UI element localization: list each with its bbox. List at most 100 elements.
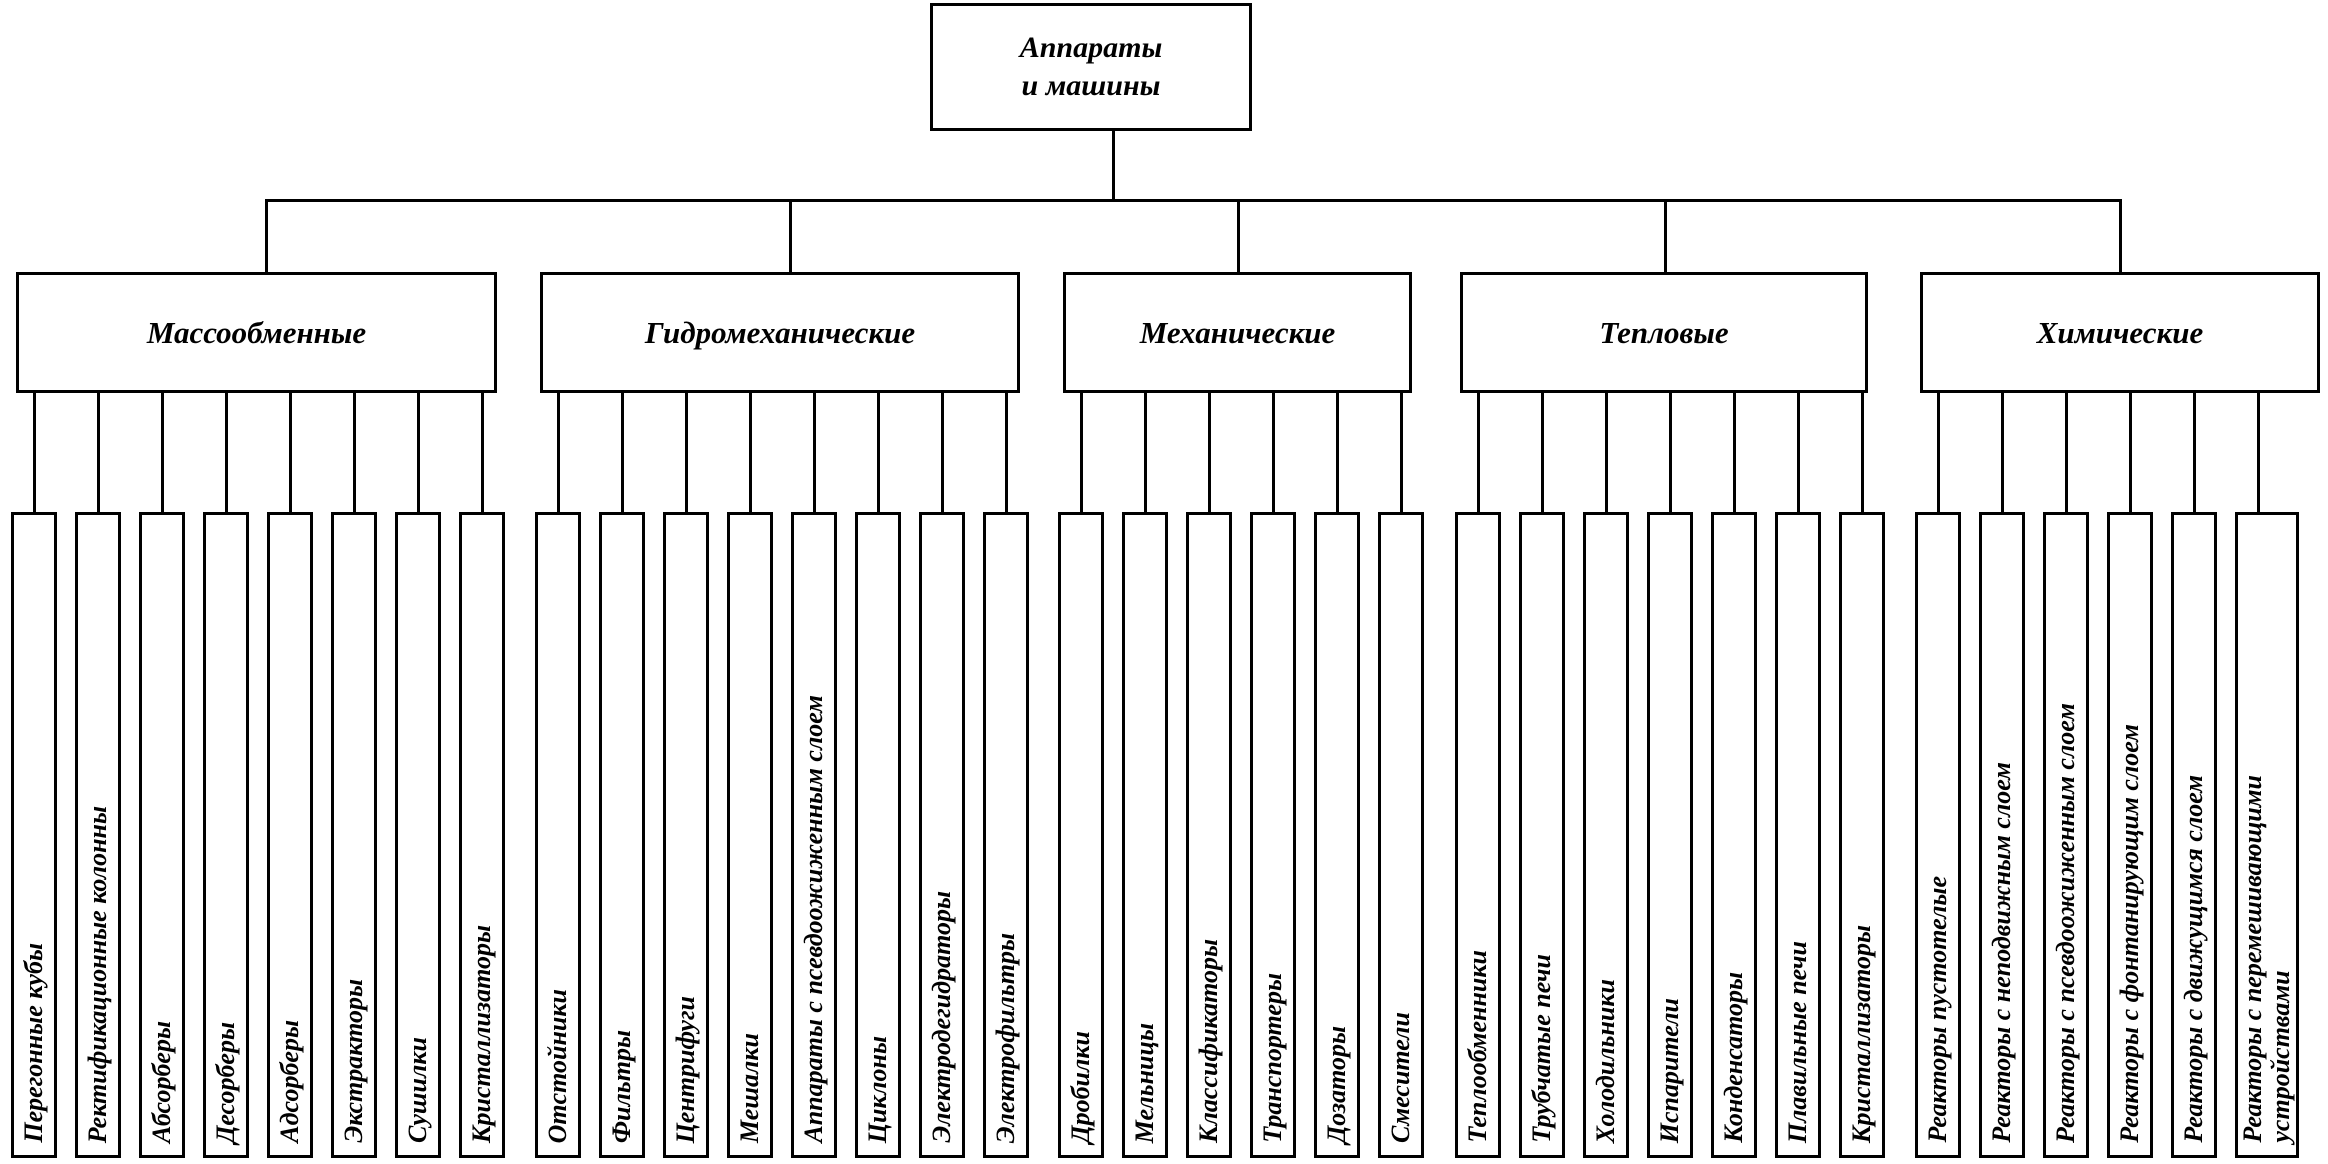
leaf-connector [749, 391, 752, 514]
leaf-connector [1797, 391, 1800, 514]
equipment-label: Фильтры [607, 1029, 636, 1143]
root-node: Аппараты и машины [930, 3, 1252, 131]
equipment-label: Мешалки [735, 1033, 764, 1143]
leaf-connector [1080, 391, 1083, 514]
leaf-connector [1272, 391, 1275, 514]
leaf-connector [1541, 391, 1544, 514]
category-box: Механические [1063, 272, 1412, 393]
equipment-label: Теплообменники [1463, 950, 1492, 1143]
equipment-label: Перегонные кубы [19, 943, 48, 1143]
leaf-connector [1005, 391, 1008, 514]
leaf-connector [941, 391, 944, 514]
leaf-connector [353, 391, 356, 514]
equipment-box: Адсорберы [267, 512, 313, 1158]
leaf-connector [2001, 391, 2004, 514]
leaf-connector [289, 391, 292, 514]
category-box: Гидромеханические [540, 272, 1020, 393]
equipment-box: Кристаллизаторы [1839, 512, 1885, 1158]
category-box: Химические [1920, 272, 2320, 393]
equipment-box: Перегонные кубы [11, 512, 57, 1158]
equipment-label: Конденсаторы [1719, 972, 1748, 1143]
equipment-box: Электрофильтры [983, 512, 1029, 1158]
leaf-connector [2193, 391, 2196, 514]
equipment-label: Электрофильтры [991, 932, 1020, 1143]
leaf-connector [2129, 391, 2132, 514]
equipment-box: Конденсаторы [1711, 512, 1757, 1158]
equipment-label: Реакторы с движущимся слоем [2179, 775, 2208, 1143]
equipment-box: Мешалки [727, 512, 773, 1158]
equipment-box: Холодильники [1583, 512, 1629, 1158]
leaf-connector [1144, 391, 1147, 514]
equipment-label: Реакторы с перемешивающими устройствами [2238, 775, 2295, 1143]
leaf-connector [813, 391, 816, 514]
equipment-label: Циклоны [863, 1035, 892, 1143]
equipment-box: Десорберы [203, 512, 249, 1158]
equipment-box: Кристаллизаторы [459, 512, 505, 1158]
equipment-label: Смесители [1386, 1012, 1415, 1143]
equipment-box: Смесители [1378, 512, 1424, 1158]
leaf-connector [877, 391, 880, 514]
equipment-label: Электродегидраторы [927, 891, 956, 1143]
equipment-label: Трубчатые печи [1527, 954, 1556, 1143]
equipment-box: Дозаторы [1314, 512, 1360, 1158]
leaf-connector [1605, 391, 1608, 514]
equipment-box: Реакторы пустотелые [1915, 512, 1961, 1158]
equipment-box: Классификаторы [1186, 512, 1232, 1158]
leaf-connector [1208, 391, 1211, 514]
equipment-label: Дробилки [1066, 1030, 1095, 1143]
category-connector [2119, 200, 2122, 274]
leaf-connector [161, 391, 164, 514]
equipment-label: Холодильники [1591, 978, 1620, 1143]
equipment-label: Плавильные печи [1783, 940, 1812, 1143]
equipment-box: Сушилки [395, 512, 441, 1158]
equipment-label: Адсорберы [275, 1020, 304, 1143]
equipment-label: Кристаллизаторы [1847, 924, 1876, 1143]
equipment-box: Отстойники [535, 512, 581, 1158]
equipment-box: Циклоны [855, 512, 901, 1158]
leaf-connector [1733, 391, 1736, 514]
leaf-connector [557, 391, 560, 514]
leaf-connector [225, 391, 228, 514]
leaf-connector [1669, 391, 1672, 514]
equipment-box: Ректификационные колонны [75, 512, 121, 1158]
leaf-connector [1861, 391, 1864, 514]
equipment-box: Теплообменники [1455, 512, 1501, 1158]
leaf-connector [1937, 391, 1940, 514]
leaf-connector [33, 391, 36, 514]
equipment-box: Реакторы с движущимся слоем [2171, 512, 2217, 1158]
equipment-box: Реакторы с неподвижным слоем [1979, 512, 2025, 1158]
equipment-box: Реакторы с фонтанирующим слоем [2107, 512, 2153, 1158]
leaf-connector [97, 391, 100, 514]
root-connector [1112, 129, 1115, 202]
equipment-box: Плавильные печи [1775, 512, 1821, 1158]
equipment-label: Мельницы [1130, 1022, 1159, 1143]
equipment-label: Ректификационные колонны [83, 805, 112, 1143]
equipment-box: Фильтры [599, 512, 645, 1158]
equipment-box: Дробилки [1058, 512, 1104, 1158]
equipment-label: Транспортеры [1258, 973, 1287, 1143]
equipment-label: Экстракторы [339, 979, 368, 1143]
leaf-connector [1400, 391, 1403, 514]
category-connector [1664, 200, 1667, 274]
equipment-box: Испарители [1647, 512, 1693, 1158]
equipment-box: Мельницы [1122, 512, 1168, 1158]
leaf-connector [1477, 391, 1480, 514]
equipment-box: Трубчатые печи [1519, 512, 1565, 1158]
equipment-box: Центрифуги [663, 512, 709, 1158]
leaf-connector [621, 391, 624, 514]
equipment-label: Аппараты с псевдоожиженным слоем [799, 695, 828, 1143]
category-connector [1237, 200, 1240, 274]
equipment-label: Отстойники [543, 988, 572, 1143]
equipment-box: Абсорберы [139, 512, 185, 1158]
category-connector [265, 200, 268, 274]
leaf-connector [417, 391, 420, 514]
leaf-connector [685, 391, 688, 514]
equipment-box: Реакторы с перемешивающими устройствами [2235, 512, 2299, 1158]
equipment-box: Электродегидраторы [919, 512, 965, 1158]
equipment-label: Десорберы [211, 1021, 240, 1143]
equipment-label: Абсорберы [147, 1020, 176, 1143]
equipment-label: Реакторы с неподвижным слоем [1987, 762, 2016, 1143]
equipment-label: Дозаторы [1322, 1025, 1351, 1143]
leaf-connector [2257, 391, 2260, 514]
